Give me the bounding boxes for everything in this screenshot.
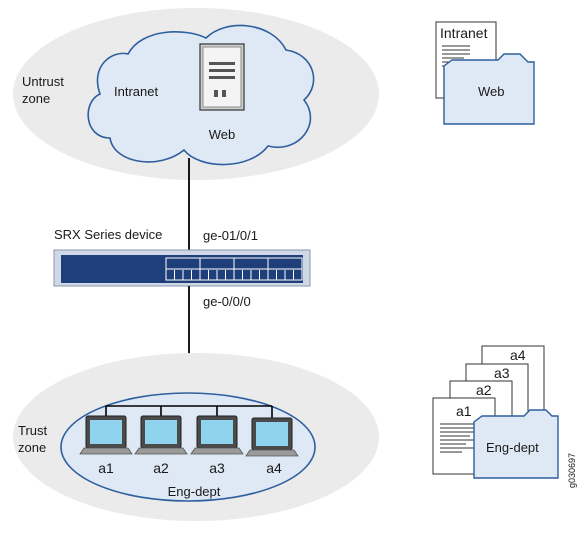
server-indicator [214,90,218,97]
computer-icon-a3 [190,415,244,455]
group-label: Eng-dept [168,484,221,499]
legend-doc-label: a1 [456,403,472,419]
untrust-zone-label-line2: zone [22,91,50,106]
web-server-icon: Web [199,43,245,142]
computer-icon-a1 [79,415,133,455]
srx-device-icon: SRX Series device ge-01/0/1 ge-0/0/0 [53,227,311,309]
host-label-a3: a3 [209,460,225,476]
host-label-a1: a1 [98,460,114,476]
legend-web: Intranet Web [435,21,535,125]
legend-doc-label: a2 [476,382,492,398]
trust-zone-label-line1: Trust [18,423,48,438]
folder-icon [443,53,535,125]
server-drive-slot [209,76,235,79]
server-indicator [222,90,226,97]
device-port-block [165,257,303,281]
server-label: Web [209,127,236,142]
legend-doc-label: Intranet [440,25,488,41]
legend-folder-label: Web [478,84,505,99]
lower-port-label: ge-0/0/0 [203,294,251,309]
folder-icon [473,409,559,479]
untrust-zone-label-line1: Untrust [22,74,64,89]
device-name-label: SRX Series device [54,227,162,242]
legend-doc-label: a3 [494,365,510,381]
host-label-a4: a4 [266,460,282,476]
computer-icon-a2 [134,415,188,455]
legend-eng-dept: a4 a3 a2 a1 Eng-dept [432,345,559,479]
trust-zone-label-line2: zone [18,440,46,455]
upper-port-label: ge-01/0/1 [203,228,258,243]
figure-id: g030697 [567,453,577,488]
computer-icon-a4 [245,417,299,457]
host-label-a2: a2 [153,460,169,476]
legend-folder-label: Eng-dept [486,440,539,455]
cloud-label: Intranet [114,84,158,99]
eng-dept-group: a1 a2 a3 a4 Eng-dept [60,392,316,502]
server-drive-slot [209,62,235,65]
legend-doc-label: a4 [510,347,526,363]
server-drive-slot [209,69,235,72]
